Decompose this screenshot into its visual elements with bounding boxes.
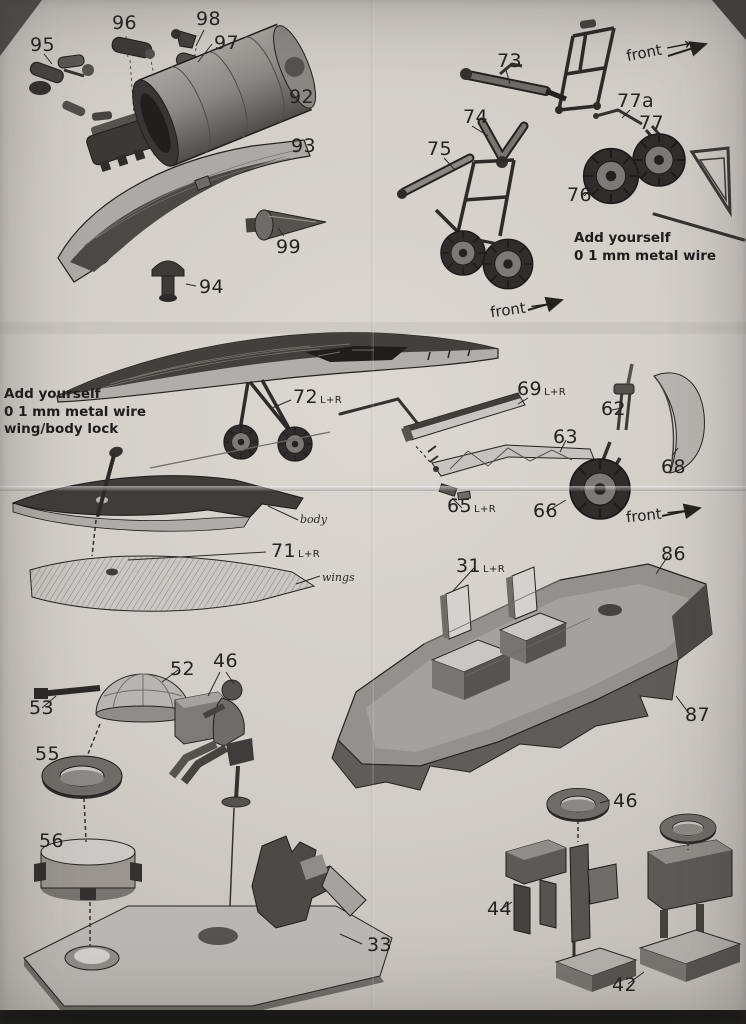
gun-53-drawing	[34, 685, 101, 699]
fold-crease-horizontal	[0, 486, 746, 491]
lr-suffix: L+R	[473, 504, 497, 515]
part-label-77a: 77a	[617, 90, 655, 112]
fold-shadow-band	[0, 322, 746, 334]
part-label-52: 52	[170, 658, 195, 680]
part-label-75: 75	[427, 138, 452, 160]
part-number: 72	[293, 386, 318, 408]
part-number: 69	[517, 378, 542, 400]
part-number: 71	[271, 540, 296, 562]
floor-33-drawing	[23, 835, 393, 1012]
arrow-right-icon: ⟶	[665, 500, 692, 524]
note-line: 0 1 mm metal wire	[4, 403, 147, 420]
scan-corner-top-right	[712, 0, 746, 40]
cowling-shell-93-drawing	[57, 139, 311, 283]
part-73-drawing	[460, 62, 567, 102]
gear-bogie-drawing	[434, 158, 534, 290]
lr-suffix: L+R	[482, 564, 506, 575]
seat-column-drawing	[554, 843, 638, 992]
ring-46b-drawing	[546, 788, 610, 823]
part-label-42: 42	[612, 974, 637, 996]
fin-68-drawing	[653, 372, 705, 474]
part-label-55: 55	[35, 743, 60, 765]
part-label-94: 94	[199, 276, 224, 298]
part-number: 31	[456, 555, 481, 577]
part-label-73: 73	[497, 50, 522, 72]
part-label-62: 62	[601, 398, 626, 420]
drum-56-drawing	[34, 838, 142, 901]
part-label-77: 77	[639, 112, 664, 134]
wheels-76-drawing	[582, 133, 686, 205]
part-label-56: 56	[39, 830, 64, 852]
part-75-drawing	[397, 153, 475, 199]
part-94-drawing	[151, 260, 185, 302]
lr-suffix: L+R	[319, 395, 343, 406]
part-label-53: 53	[29, 697, 54, 719]
scan-edge-bottom	[0, 1010, 746, 1024]
part-label-96: 96	[112, 12, 137, 34]
leader-lines	[41, 29, 689, 985]
arrow-right-icon: ⟶	[664, 33, 693, 59]
pilot-figure-46-drawing	[168, 679, 254, 907]
part-label-46-pilot: 46	[213, 650, 238, 672]
part-label-86: 86	[661, 543, 686, 565]
part-label-92: 92	[289, 86, 314, 108]
part-62-drawing	[613, 363, 635, 431]
direction-arrows	[527, 41, 708, 520]
spinner-99-drawing	[245, 209, 327, 241]
part-77a-drawing	[593, 108, 643, 126]
lr-suffix: L+R	[543, 387, 567, 398]
part-number: 65	[447, 495, 472, 517]
gear-frame-drawing	[555, 19, 616, 114]
arrow-right-icon: ⟶	[529, 293, 557, 317]
scan-corner-top-left	[0, 0, 42, 56]
note-line: Add yourself	[574, 230, 671, 246]
part-label-68: 68	[661, 456, 686, 478]
part-44-drawing	[505, 839, 567, 935]
part-label-95: 95	[30, 34, 55, 56]
wing-assembly-drawing	[56, 332, 499, 403]
part-label-76: 76	[567, 184, 592, 206]
part-label-74: 74	[463, 106, 488, 128]
cowling-92-drawing	[132, 23, 317, 167]
note-line: Add yourself	[4, 386, 101, 402]
part-label-99: 99	[276, 236, 301, 258]
wings-reference-label: wings	[322, 571, 355, 584]
lr-suffix: L+R	[297, 549, 321, 560]
part-label-33: 33	[367, 934, 392, 956]
note-line: wing/body lock	[4, 421, 119, 438]
fold-crease-vertical	[371, 0, 374, 1024]
body-lock-drawing	[11, 446, 304, 557]
dome-52-drawing	[95, 673, 191, 723]
wing-lock-drawing	[29, 555, 316, 612]
metal-wire-drawing	[652, 212, 746, 242]
front-text: front	[625, 504, 663, 527]
bracket-drawing	[689, 146, 732, 218]
part-label-97: 97	[214, 32, 239, 54]
hull-31-drawing	[331, 563, 713, 791]
assembly-dashed-lines	[83, 723, 689, 946]
wing-gear-drawing	[149, 379, 420, 469]
note-add-wire-right: Add yourself 0 1 mm metal wire	[574, 230, 716, 265]
part-69-drawing	[401, 392, 526, 442]
part-label-93: 93	[291, 135, 316, 157]
part-label-66: 66	[533, 500, 558, 522]
part-42-drawing	[638, 813, 742, 982]
note-line: 0 1 mm metal wire	[574, 247, 717, 264]
part-label-63: 63	[553, 426, 578, 448]
part-label-46-ring: 46	[613, 790, 638, 812]
body-reference-label: body	[300, 513, 327, 526]
part-label-44: 44	[487, 898, 512, 920]
note-add-wire-left: Add yourself 0 1 mm metal wire wing/body…	[4, 386, 146, 439]
part-label-98: 98	[196, 8, 221, 30]
part-label-87: 87	[685, 704, 710, 726]
